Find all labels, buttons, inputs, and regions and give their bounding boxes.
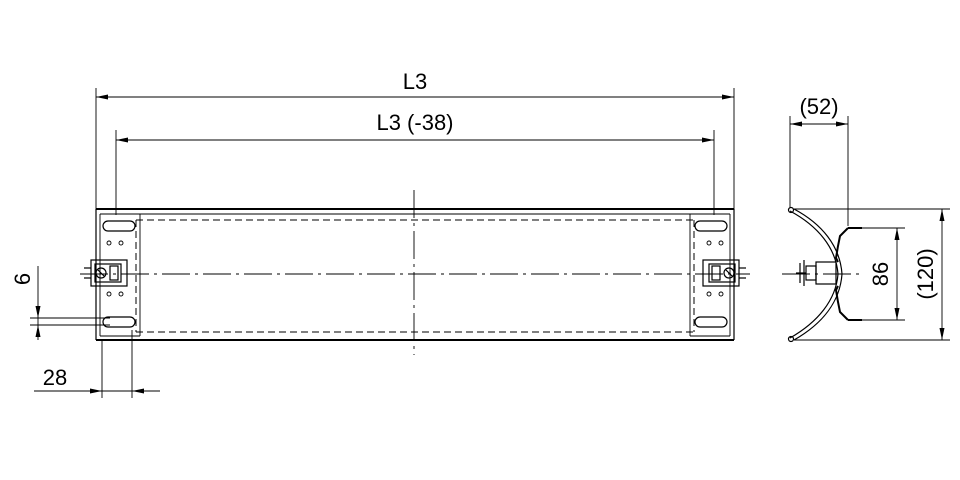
terminal-bracket-icon: [84, 259, 128, 287]
terminal-bracket-icon: [702, 259, 746, 287]
front-view: [80, 190, 750, 355]
overall-height-label: (120): [913, 248, 938, 299]
terminal-screw-icon: [796, 260, 837, 286]
side-width-label: (52): [799, 94, 838, 119]
right-end-plate: [689, 214, 746, 337]
dimension-overall-length: L3: [95, 69, 735, 209]
dimension-edge-offset: 28: [34, 330, 160, 398]
side-view: [782, 206, 862, 343]
dimension-slot-offset: 6: [10, 266, 110, 340]
overall-length-label: L3: [403, 69, 427, 94]
dimension-side-width: (52): [789, 94, 849, 226]
left-end-plate: [84, 214, 141, 337]
mount-height-label: 86: [868, 262, 893, 286]
dimension-inner-length: L3 (-38): [115, 110, 715, 215]
edge-offset-label: 28: [43, 365, 67, 390]
slot-offset-label: 6: [10, 273, 35, 285]
inner-length-label: L3 (-38): [376, 110, 453, 135]
dimension-overall-height: (120): [794, 208, 950, 341]
dimension-mount-height: 86: [862, 227, 905, 321]
